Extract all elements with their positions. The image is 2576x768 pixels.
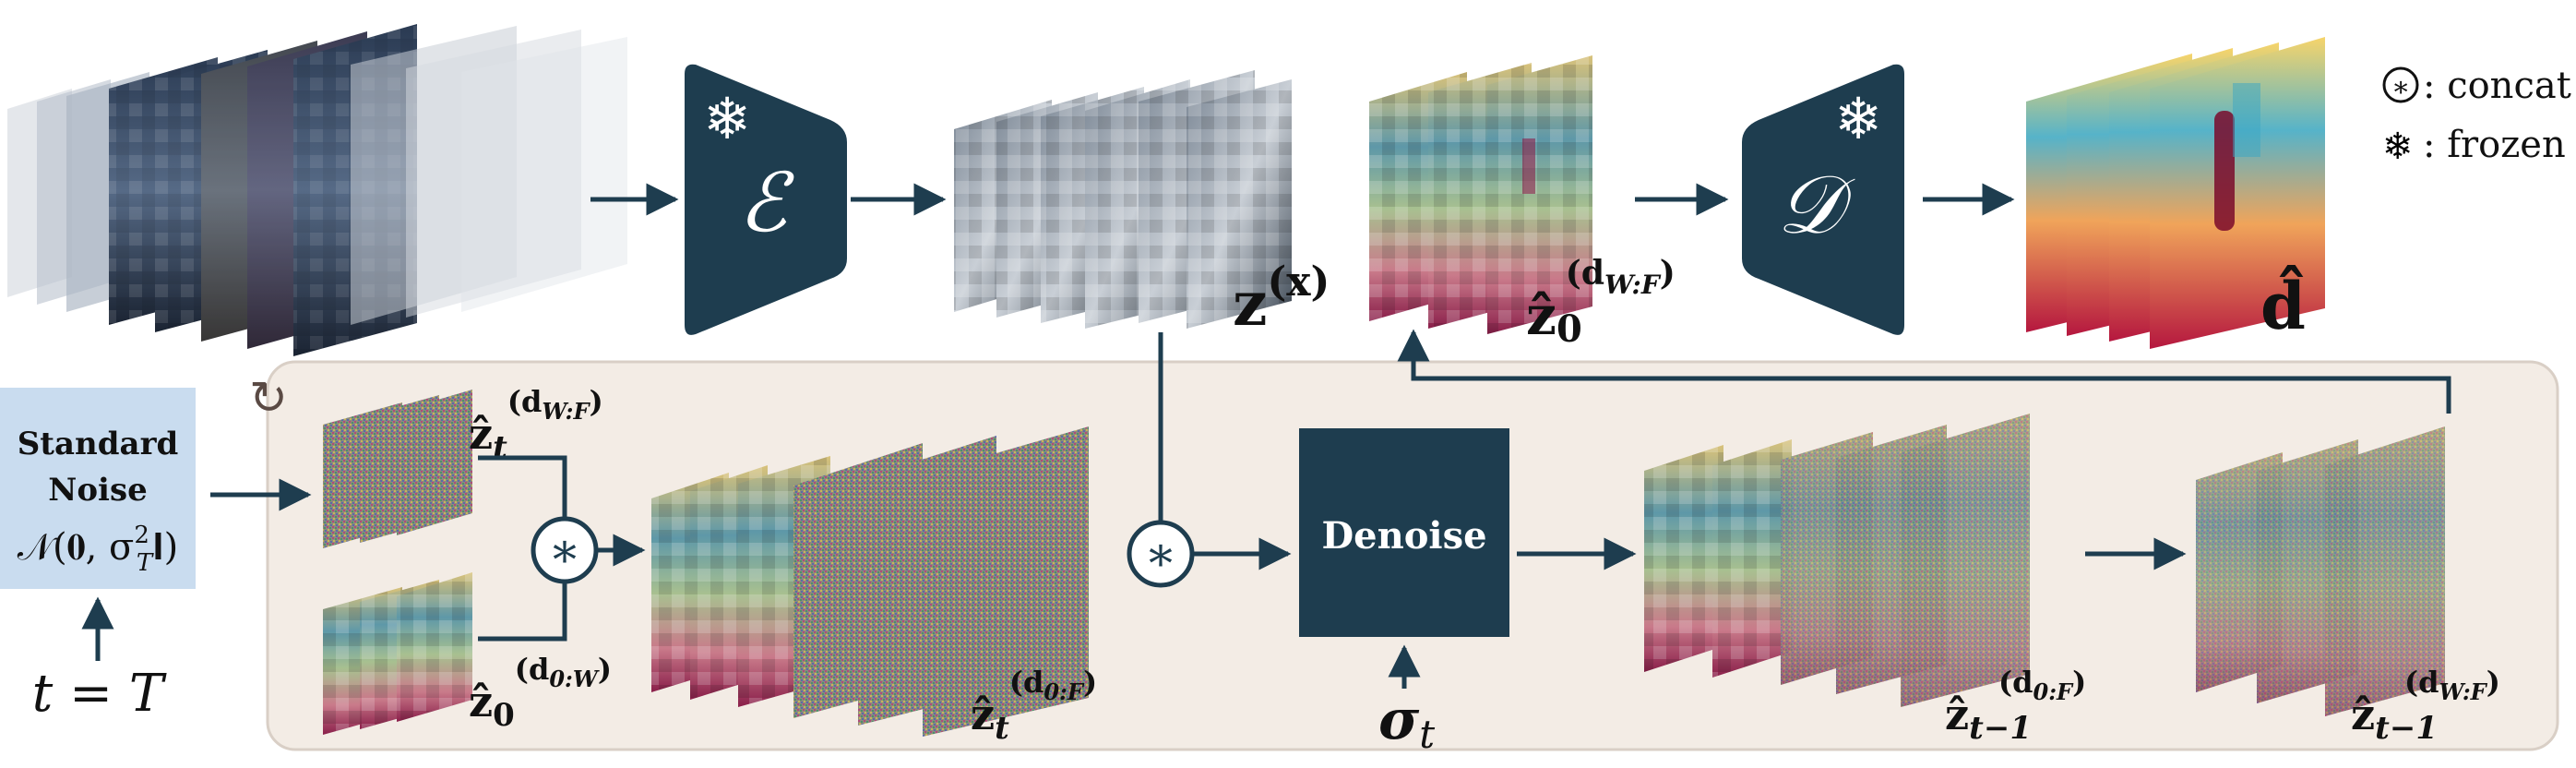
ztm1-0f-frames (1644, 414, 2030, 707)
output-depth-frames (2026, 37, 2325, 349)
loop-icon: ↻ (249, 372, 288, 424)
zt-0f-label: ẑt(d0:F) (971, 665, 1097, 747)
ztm1-wf-frames (2196, 426, 2445, 716)
legend-frozen-label: : frozen (2423, 124, 2566, 166)
legend-concat-star: ∗ (2391, 71, 2410, 103)
noise-box-line1: Standard (18, 426, 179, 462)
denoise-label: Denoise (1321, 514, 1486, 558)
noise-box-line2: Noise (48, 472, 147, 509)
decoder-frozen-icon: ❄ (1834, 88, 1882, 151)
d-hat-label: d̂ (2260, 265, 2306, 344)
line-zt-to-concat1 (478, 455, 567, 517)
concat-op-1-symbol: ∗ (548, 523, 580, 579)
z0-0w-label: ẑ0(d0:W) (469, 652, 612, 734)
z0-0w-frames (323, 572, 472, 735)
denoise-block (1299, 428, 1509, 637)
legend-concat-label: : concat (2423, 65, 2571, 107)
zt-wf-noise-frames (323, 390, 472, 548)
encoder-block (685, 64, 847, 335)
concat-op-1 (531, 516, 599, 584)
encoder-frozen-icon: ❄ (703, 88, 751, 151)
input-video-frames (7, 24, 627, 356)
latent-video-frames (954, 70, 1292, 329)
legend-concat-icon (2382, 66, 2419, 103)
t-equals-T: t = T (32, 664, 167, 724)
z0-wf-label: ẑ0(dW:F) (1526, 254, 1676, 351)
feedback-arrow-to-z0 (1397, 329, 2451, 414)
concat-op-2 (1127, 520, 1195, 588)
z-x-label: z(x) (1233, 258, 1330, 340)
line-z0-to-concat1 (478, 582, 567, 642)
concat-op-2-symbol: ∗ (1144, 527, 1176, 582)
legend-frozen-icon: ❄ (2382, 126, 2414, 167)
standard-noise-box (0, 388, 196, 589)
legend: ∗ : concat ❄ : frozen (2382, 65, 2571, 167)
ztm1-wf-label: ẑt−1(dW:F) (2351, 665, 2500, 747)
depth-latent-frames (1369, 55, 1592, 334)
zt-0f-frames (651, 426, 1089, 737)
encoder-symbol: ℰ (738, 155, 794, 250)
ztm1-0f-label: ẑt−1(d0:F) (1945, 665, 2086, 747)
decoder-block (1742, 64, 1904, 335)
sigma-t-label: σt (1378, 688, 1435, 757)
